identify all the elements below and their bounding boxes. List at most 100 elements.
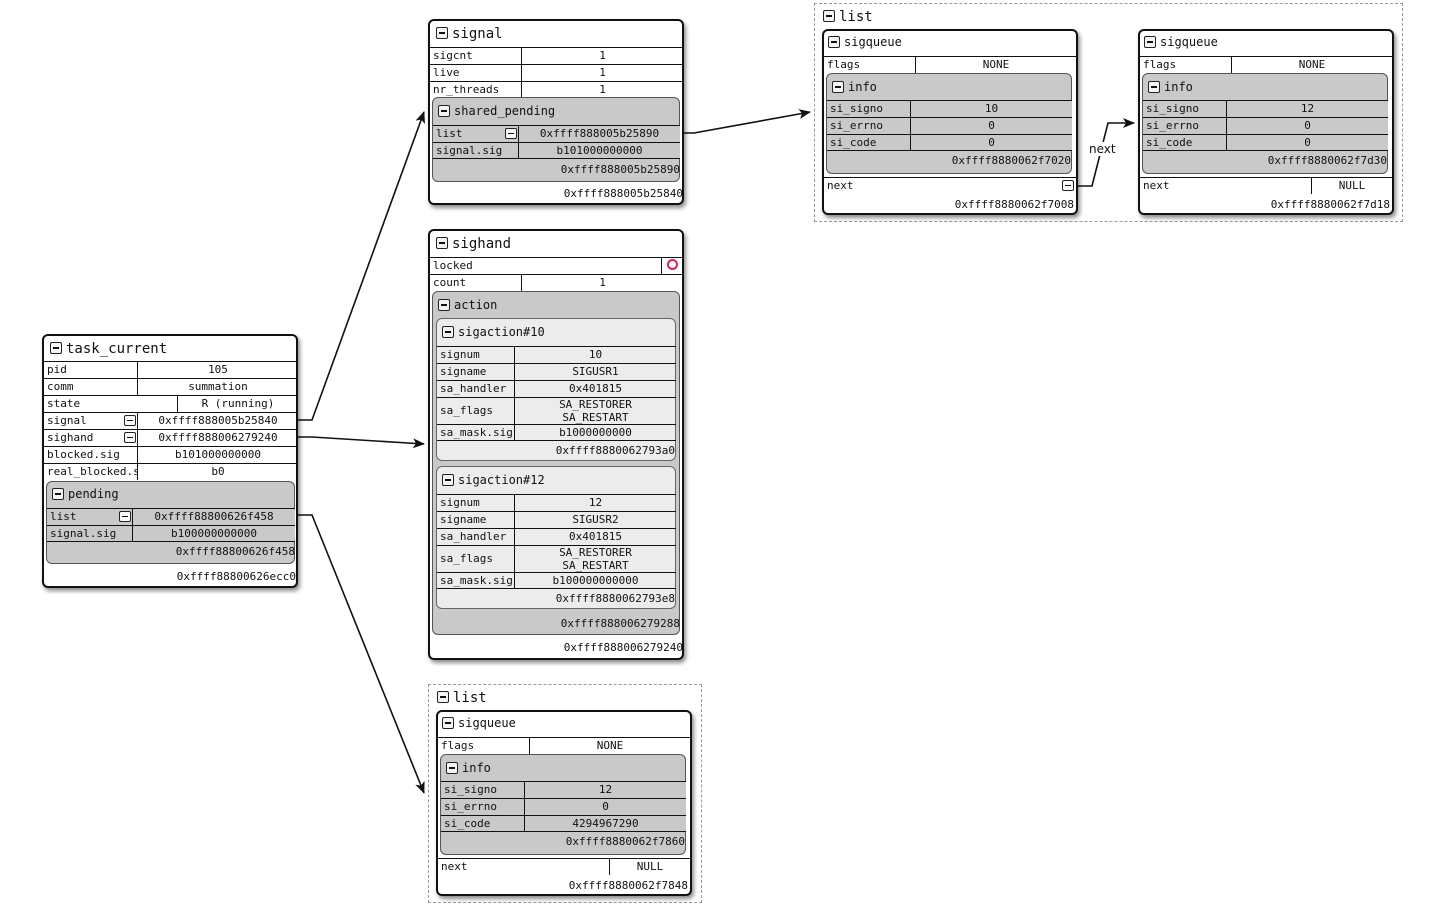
collapse-icon[interactable] — [50, 342, 62, 354]
collapse-icon[interactable] — [1148, 80, 1160, 93]
field-key: real_blocked.s — [44, 464, 138, 480]
field-key: next — [1140, 178, 1312, 194]
info-title-text: info — [462, 761, 491, 775]
shared-pending-address: 0xffff888005b25890 — [560, 163, 680, 176]
field-value: b101000000000 — [556, 144, 643, 157]
field-key: live — [430, 65, 522, 81]
collapse-icon[interactable] — [438, 298, 450, 311]
signal-address: 0xffff888005b25840 — [563, 187, 683, 200]
sigqueue-address: 0xffff8880062f7008 — [954, 198, 1074, 211]
collapse-icon[interactable] — [442, 716, 454, 729]
field-value: R (running) — [201, 397, 275, 410]
collapse-icon[interactable] — [438, 104, 450, 117]
field-key: si_code — [441, 816, 525, 831]
collapse-icon[interactable] — [823, 10, 835, 22]
pending-sig-row: signal.sig b100000000000 — [47, 525, 295, 542]
field-key: si_code — [1143, 135, 1227, 150]
field-value: b0 — [211, 465, 225, 478]
arrow-signal — [298, 111, 425, 421]
sigaction-mask-row: sa_mask.sig b1000000000 — [437, 424, 676, 441]
field-value: NONE — [596, 739, 624, 752]
info-title: info — [1148, 78, 1193, 96]
signal-title-text: signal — [452, 26, 503, 42]
sigaction-box-10 — [436, 318, 676, 461]
sigqueue-next-row: next — [824, 177, 1076, 194]
task-title-text: task_current — [66, 341, 168, 357]
collapse-icon[interactable] — [1062, 180, 1074, 191]
field-value: 0x401815 — [569, 530, 622, 543]
collapse-icon[interactable] — [52, 487, 64, 500]
field-value: NONE — [1298, 58, 1326, 71]
collapse-icon[interactable] — [832, 80, 844, 93]
info-title-text: info — [1164, 80, 1193, 94]
collapse-icon[interactable] — [119, 511, 131, 522]
locked-status-icon[interactable] — [667, 259, 678, 270]
collapse-icon[interactable] — [442, 325, 454, 338]
field-key: sa_flags — [437, 546, 515, 572]
collapse-icon[interactable] — [828, 35, 840, 48]
field-value: SIGUSR2 — [572, 513, 619, 526]
collapse-icon[interactable] — [124, 432, 136, 443]
info-si-signo-row: si_signo 12 — [1143, 100, 1388, 117]
collapse-icon[interactable] — [124, 415, 136, 426]
field-key: nr_threads — [430, 82, 522, 98]
collapse-icon[interactable] — [1144, 35, 1156, 48]
collapse-icon[interactable] — [442, 473, 454, 486]
field-value: 0xffff888005b25890 — [539, 127, 660, 140]
task-field-real_blockeds: real_blocked.s b0 — [44, 463, 298, 480]
sigqueue-title-text: sigqueue — [458, 716, 516, 730]
collapse-icon[interactable] — [436, 237, 448, 249]
list-bottom-title: list — [437, 688, 487, 708]
field-value: 0 — [988, 136, 995, 149]
arrow-sighand — [298, 436, 425, 449]
field-key: signal.sig — [47, 526, 133, 541]
collapse-icon[interactable] — [437, 691, 449, 703]
collapse-icon[interactable] — [446, 761, 458, 774]
flag-restorer: SA_RESTORER — [559, 398, 632, 411]
field-key: list — [47, 509, 133, 525]
list-top-title: list — [823, 7, 873, 27]
field-key: sa_mask.sig — [437, 425, 515, 440]
info-title: info — [832, 78, 877, 96]
field-value: 1 — [599, 276, 606, 289]
sighand-title: sighand — [436, 234, 511, 254]
action-address: 0xffff888006279288 — [560, 617, 680, 630]
arrow-pending-list — [298, 514, 425, 794]
collapse-icon[interactable] — [436, 27, 448, 39]
field-value: 12 — [1300, 102, 1315, 115]
pending-address: 0xffff88800626f458 — [175, 545, 295, 558]
action-title-text: action — [454, 298, 498, 312]
field-value: b100000000000 — [170, 527, 258, 540]
field-value: b1000000000 — [559, 426, 632, 439]
field-key: signame — [437, 512, 515, 528]
sigaction-address: 0xffff8880062793e8 — [555, 592, 675, 605]
task-title: task_current — [50, 339, 167, 359]
sigaction-title-10: sigaction#10 — [442, 323, 545, 341]
task-field-state: state R (running) — [44, 395, 298, 412]
collapse-icon[interactable] — [505, 128, 517, 139]
field-key: si_signo — [1143, 101, 1227, 117]
info-address: 0xffff8880062f7020 — [951, 154, 1071, 167]
flag-restart: SA_RESTART — [562, 411, 629, 424]
pending-title-text: pending — [68, 487, 119, 501]
field-key: state — [44, 396, 178, 412]
info-title-text: info — [848, 80, 877, 94]
field-value: NONE — [982, 58, 1010, 71]
field-value: 4294967290 — [572, 817, 639, 830]
signal-title: signal — [436, 24, 503, 44]
field-key: si_signo — [827, 101, 911, 117]
sigaction-title-12: sigaction#12 — [442, 471, 545, 489]
flag-restart: SA_RESTART — [562, 559, 629, 572]
field-value: b101000000000 — [174, 448, 262, 461]
field-value: 10 — [588, 348, 603, 361]
pending-title: pending — [52, 485, 119, 503]
